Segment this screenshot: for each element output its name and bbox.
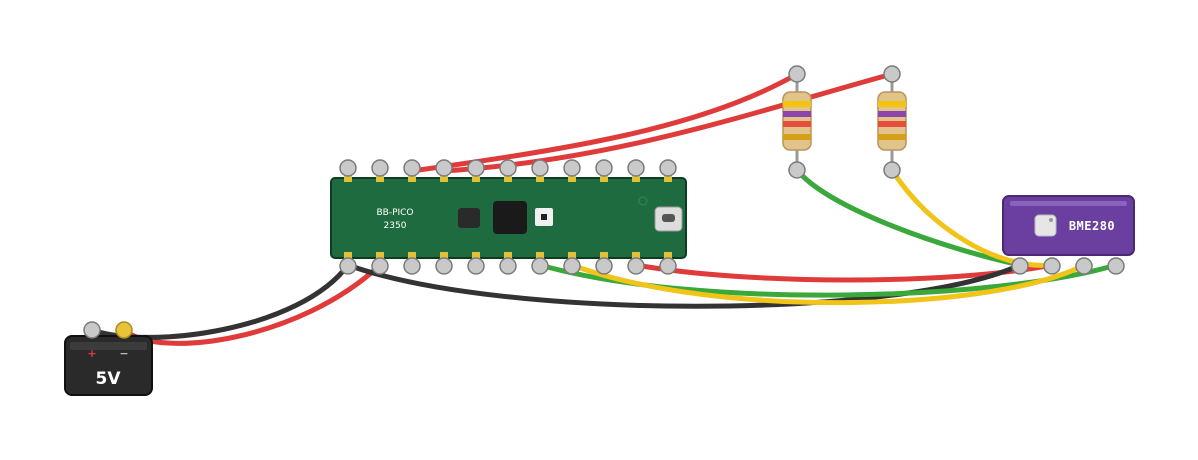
sensor-label: BME280 [1069, 219, 1115, 233]
wire-red-battery-board[interactable] [121, 262, 383, 346]
battery-positive-terminal[interactable] [83, 321, 101, 339]
board-chip-main [493, 201, 527, 234]
resistor-band [783, 134, 811, 140]
resistor-band [783, 111, 811, 117]
pin[interactable] [531, 159, 549, 182]
pin[interactable] [1075, 257, 1093, 275]
resistor-terminal[interactable] [883, 65, 901, 83]
pin[interactable] [371, 252, 389, 275]
pin[interactable] [403, 252, 421, 275]
resistor-band [783, 101, 811, 107]
pin[interactable] [467, 252, 485, 275]
bme280-sensor[interactable]: BME280 [1002, 195, 1135, 275]
board-led-hole [638, 196, 648, 206]
pin[interactable] [563, 252, 581, 275]
resistor-band [878, 134, 906, 140]
pin[interactable] [1043, 257, 1061, 275]
resistor-terminal[interactable] [788, 65, 806, 83]
board-chip-small [458, 208, 480, 228]
wire-yellow-board-sensor[interactable] [569, 262, 1087, 306]
pin[interactable] [1107, 257, 1125, 275]
wire-yellow-r2-sensor[interactable] [889, 167, 1055, 268]
pin[interactable] [435, 159, 453, 182]
board-label-line2: 2350 [384, 221, 407, 231]
resistor-band [878, 101, 906, 107]
battery-plus-sign: + [87, 347, 96, 360]
resistor-band [783, 121, 811, 127]
pin[interactable] [659, 159, 677, 182]
sensor-chip-icon [1034, 214, 1057, 237]
board-top-pins [339, 159, 677, 182]
pin[interactable] [339, 159, 357, 182]
pin[interactable] [1011, 257, 1029, 275]
pin[interactable] [339, 252, 357, 275]
pin[interactable] [595, 159, 613, 182]
wire-red-board-r1[interactable] [409, 71, 800, 174]
battery-5v[interactable]: + − 5V [64, 321, 153, 396]
board-bottom-pins [339, 252, 677, 275]
battery-negative-terminal[interactable] [115, 321, 133, 339]
resistor-2[interactable] [877, 65, 907, 179]
pin[interactable] [659, 252, 677, 275]
battery-minus-sign: − [119, 347, 128, 360]
pin[interactable] [435, 252, 453, 275]
pin[interactable] [563, 159, 581, 182]
board-label-line1: BB-PICO [376, 208, 413, 218]
pin[interactable] [371, 159, 389, 182]
battery-label: 5V [96, 369, 122, 389]
resistor-1[interactable] [782, 65, 812, 179]
bb-pico-board[interactable]: BB-PICO 2350 [330, 177, 687, 259]
pin[interactable] [499, 252, 517, 275]
pin[interactable] [627, 159, 645, 182]
wire-green-r1-sensor[interactable] [794, 167, 1023, 268]
pin[interactable] [627, 252, 645, 275]
pin[interactable] [595, 252, 613, 275]
resistor-terminal[interactable] [883, 161, 901, 179]
pin[interactable] [403, 159, 421, 182]
pin[interactable] [531, 252, 549, 275]
pin[interactable] [467, 159, 485, 182]
pin[interactable] [499, 159, 517, 182]
resistor-band [878, 111, 906, 117]
sensor-pins [1011, 257, 1125, 275]
resistor-band [878, 121, 906, 127]
wire-black-board-sensor[interactable] [345, 262, 1023, 309]
resistor-terminal[interactable] [788, 161, 806, 179]
